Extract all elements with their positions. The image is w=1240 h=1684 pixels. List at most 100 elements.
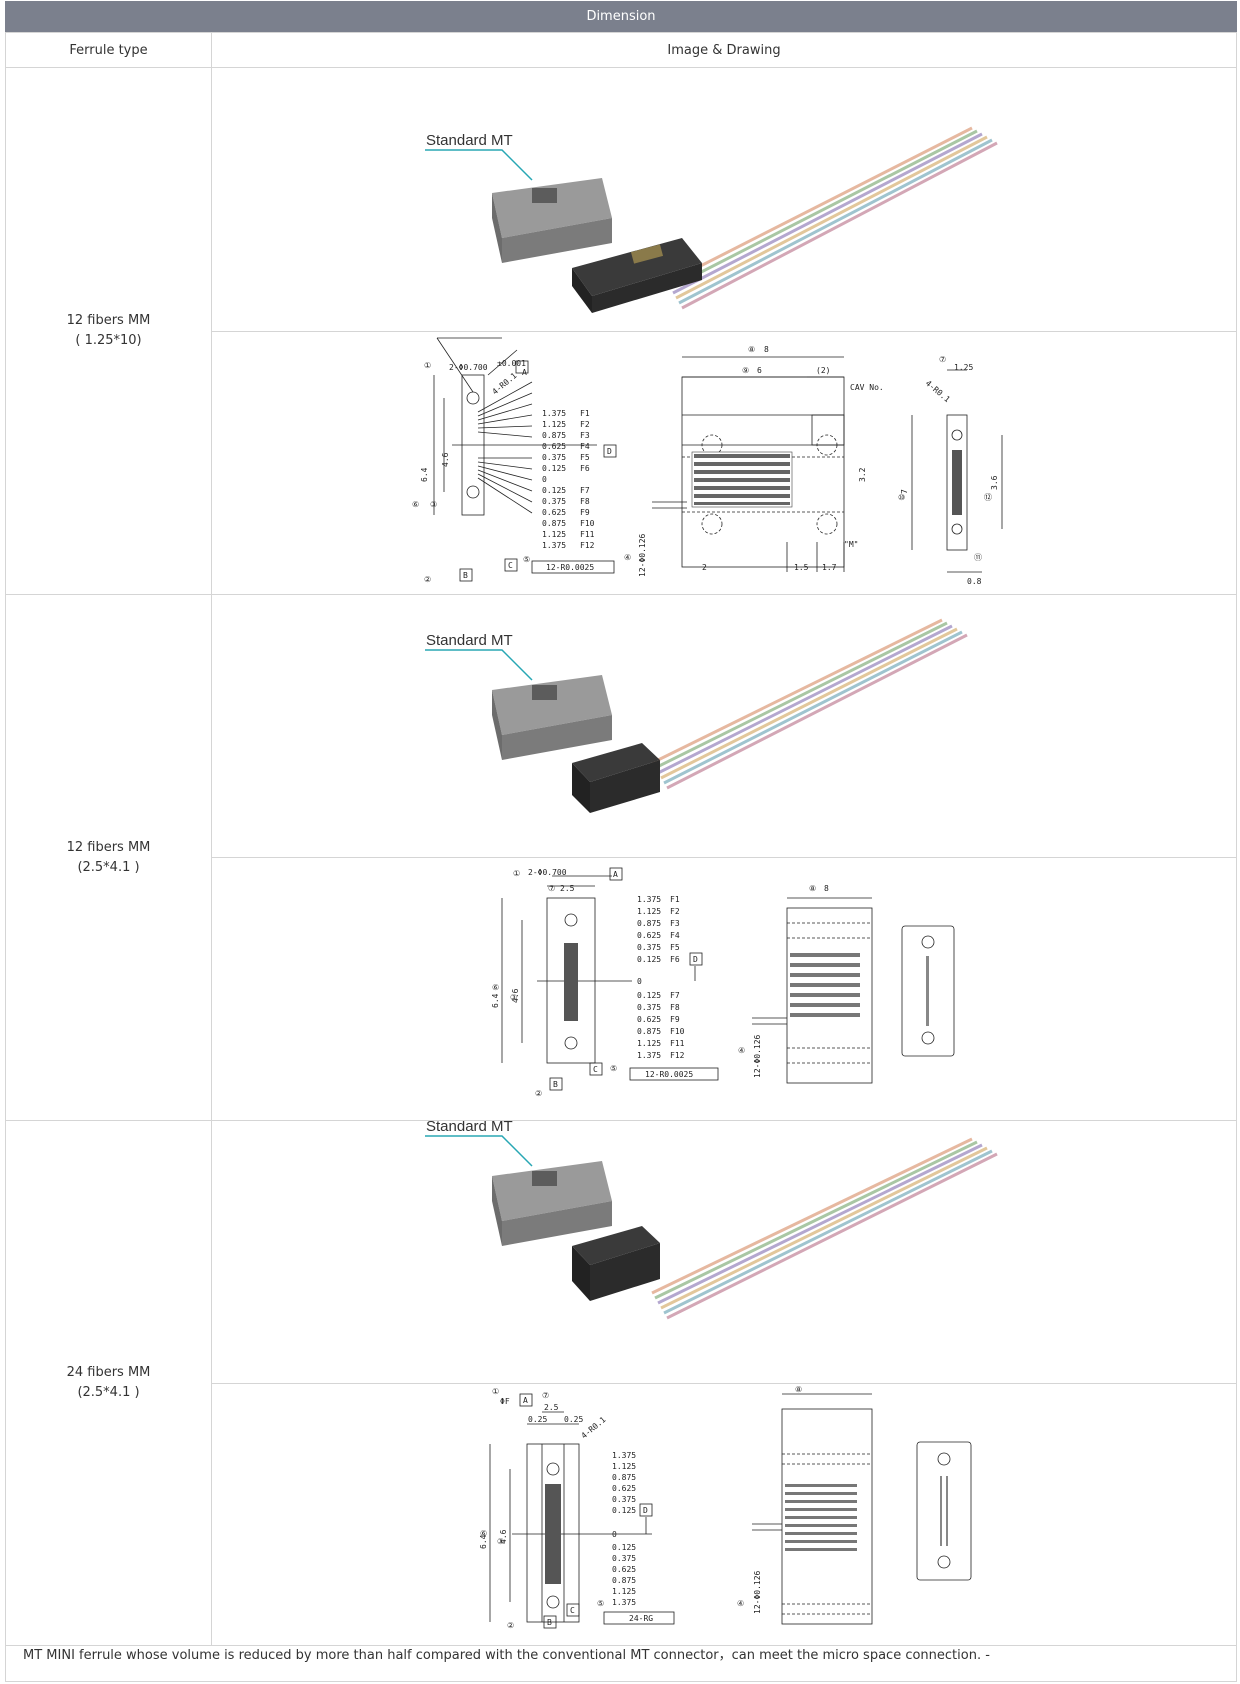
inner-dim: 4.6	[499, 1529, 508, 1544]
ferrule-type-size: (2.5*4.1 )	[77, 1385, 140, 1400]
product-photo: Standard MT	[425, 618, 968, 813]
balloon: ①	[424, 361, 431, 370]
pitch-label: 0.375	[542, 453, 566, 462]
balloon: ②	[424, 575, 431, 584]
table-header: Dimension	[5, 1, 1237, 32]
position-tolerance: 12-R0.0025	[546, 563, 594, 572]
pitch-label: 0.125	[637, 955, 661, 964]
fiber-tag: F2	[580, 420, 590, 429]
datum-b: B	[463, 571, 468, 580]
hole-spec: 2-Φ0.700	[528, 868, 567, 877]
pitch-label: 0.375	[637, 943, 661, 952]
fiber-tag: F5	[670, 943, 680, 952]
side-3-6: 3.6	[990, 475, 999, 490]
pitch-label: 0.875	[542, 431, 566, 440]
datum-c: C	[508, 561, 513, 570]
side-height: 7	[900, 489, 909, 494]
pitch-label: 0.625	[612, 1565, 636, 1574]
overall-length: 8	[824, 884, 829, 893]
fiber-tag: F7	[580, 486, 590, 495]
dimension-drawing: 2-Φ0.700 A 2.5 1.375 1.125 0.875 0.625 0…	[491, 867, 955, 1098]
balloon: ⑥	[480, 1529, 487, 1538]
pitch-label: 0.875	[612, 1473, 636, 1482]
balloon: ⑦	[548, 884, 555, 893]
fiber-bore-pattern	[691, 450, 962, 515]
pitch-label: 1.125	[542, 530, 566, 539]
width-dim: 2.5	[560, 884, 575, 893]
fiber-tag: F1	[580, 409, 590, 418]
balloon: ⑦	[542, 1391, 549, 1400]
fiber-tag: F9	[580, 508, 590, 517]
ferrule-type-name: 12 fibers MM	[66, 313, 151, 328]
pitch-label: 0.125	[612, 1506, 636, 1515]
balloon: ②	[535, 1089, 542, 1098]
product-photo: Standard MT	[425, 126, 998, 313]
row-divider	[6, 1645, 1236, 1646]
callout-label: Standard MT	[426, 1121, 513, 1135]
pitch-label: 1.375	[542, 409, 566, 418]
dimension-table: Ferrule type Image & Drawing 12 fibers M…	[5, 32, 1237, 1682]
fiber-tag: F9	[670, 1015, 680, 1024]
callout-line	[425, 1135, 533, 1167]
balloon: ③	[510, 993, 517, 1002]
ferrule-type-cell: 12 fibers MM (2.5*4.1 )	[6, 595, 211, 1120]
balloon: ⑤	[610, 1064, 617, 1073]
datum-a: A	[522, 368, 527, 377]
paren-dim: (2)	[816, 366, 830, 375]
standard-mt-ferrule	[492, 1161, 612, 1246]
pitch-label: 0.625	[637, 1015, 661, 1024]
pitch-label: 0.125	[637, 991, 661, 1000]
ferrule-type-size: (2.5*4.1 )	[77, 859, 140, 875]
hole-tolerance: ±0.001	[497, 359, 526, 368]
fiber-tag: F5	[580, 453, 590, 462]
bore-spec: 12-Φ0.126	[753, 1034, 762, 1078]
pitch-label: 0.625	[542, 508, 566, 517]
balloon: ⑤	[523, 555, 530, 564]
balloon: ④	[737, 1599, 744, 1608]
ferrule-type-size: ( 1.25*10)	[75, 333, 142, 348]
dim-3-2: 3.2	[858, 467, 867, 482]
balloon: ⑤	[597, 1599, 604, 1608]
col-ferrule-type: Ferrule type	[69, 42, 148, 58]
pitch-label: 1.375	[612, 1598, 636, 1607]
inner-dim: 4.6	[511, 988, 520, 1003]
fiber-tag: F12	[580, 541, 595, 550]
balloon: ③	[497, 1537, 504, 1546]
position-tolerance: 12-R0.0025	[645, 1070, 693, 1079]
callout-line	[425, 149, 533, 181]
row-divider	[6, 594, 1236, 595]
hole-spec: 2-Φ0.700	[449, 363, 488, 372]
dimension-drawing: 2-Φ0.700 ±0.001 A 4-R0.1 1.375 1.125 0.8…	[412, 337, 1003, 586]
fiber-tag: F8	[670, 1003, 680, 1012]
pitch-label: 1.375	[542, 541, 566, 550]
callout-label: Standard MT	[426, 132, 513, 149]
side-0-8: 0.8	[967, 577, 982, 586]
fiber-tag: F6	[580, 464, 590, 473]
side-top-dim: 1.25	[954, 363, 973, 372]
pitch-label: 0.625	[637, 931, 661, 940]
fiber-tag: F1	[670, 895, 680, 904]
pitch-label: 0	[542, 475, 547, 484]
fiber-tag: F11	[580, 530, 595, 539]
overall-length: 8	[764, 345, 769, 354]
balloon: ③	[430, 500, 437, 509]
fiber-tag: F8	[580, 497, 590, 506]
bore-spec: 12-Φ0.126	[638, 533, 647, 577]
fiber-bore-pattern	[564, 943, 929, 1026]
pitch-label: 1.375	[612, 1451, 636, 1460]
ferrule-type-cell: 24 fibers MM (2.5*4.1 )	[6, 1121, 211, 1645]
fiber-tag: F3	[670, 919, 680, 928]
callout-line	[425, 649, 533, 681]
standard-mt-ferrule	[492, 675, 612, 760]
fiber-tag: F12	[670, 1051, 685, 1060]
pitch-label: 0	[612, 1530, 617, 1539]
callout-label: Standard MT	[426, 632, 513, 649]
balloon: ④	[738, 1046, 745, 1055]
datum-d: D	[643, 1506, 648, 1515]
pitch-label: 0.125	[542, 486, 566, 495]
inner-dim: 4.6	[441, 452, 450, 467]
fiber-tag: F11	[670, 1039, 685, 1048]
cav-number: CAV No.	[850, 383, 884, 392]
pitch-label: 0.875	[542, 519, 566, 528]
mt-mini-connector	[572, 743, 660, 813]
